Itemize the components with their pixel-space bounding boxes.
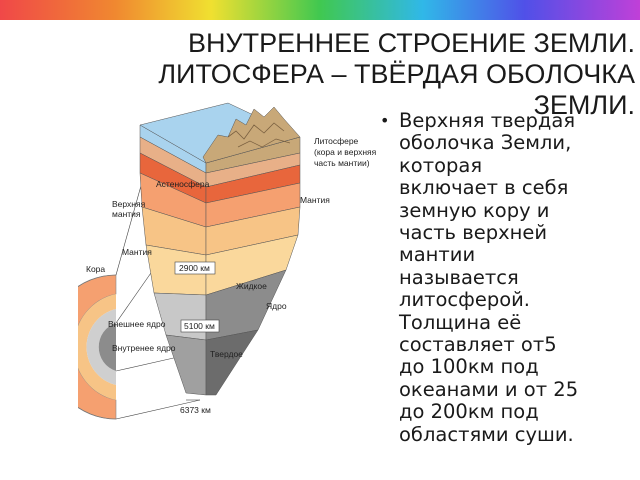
title-line-1: ВНУТРЕННЕЕ СТРОЕНИЕ ЗЕМЛИ. bbox=[187, 28, 635, 58]
body-line: включает в себя bbox=[399, 176, 569, 200]
body-line: Толщина её bbox=[399, 310, 522, 334]
body-line: называется bbox=[399, 265, 519, 289]
body-line: областями суши. bbox=[399, 422, 574, 446]
slide-title: ВНУТРЕННЕЕ СТРОЕНИЕ ЗЕМЛИ. ЛИТОСФЕРА – Т… bbox=[100, 28, 635, 121]
label-upper-mantle-2: мантия bbox=[112, 209, 141, 219]
label-lithosphere-2: (кора и верхняя bbox=[314, 147, 377, 157]
label-upper-mantle-1: Верхняя bbox=[112, 199, 146, 209]
earth-structure-diagram: Литосфере (кора и верхняя часть мантии) … bbox=[78, 102, 377, 420]
label-solid: Твердое bbox=[210, 349, 243, 359]
label-lithosphere-1: Литосфере bbox=[314, 136, 359, 146]
decorative-gradient-bar bbox=[0, 0, 640, 20]
label-inner-core: Внутренее ядро bbox=[112, 343, 176, 353]
label-depth-2900: 2900 км bbox=[179, 263, 210, 273]
body-line: составляет от5 bbox=[399, 333, 557, 357]
body-line: океанами и от 25 bbox=[399, 377, 579, 401]
body-line: часть верхней bbox=[399, 221, 548, 245]
body-text: • Верхняя твердая оболочка Земли, котора… bbox=[380, 109, 635, 446]
body-line: Верхняя твердая bbox=[399, 109, 576, 132]
body-line: оболочка Земли, bbox=[399, 131, 572, 155]
body-line: которая bbox=[399, 153, 483, 177]
label-liquid: Жидкое bbox=[236, 281, 267, 291]
title-line-2: ЛИТОСФЕРА – ТВЁРДАЯ ОБОЛОЧКА bbox=[158, 59, 635, 89]
body-paragraph: Верхняя твердая оболочка Земли, которая … bbox=[399, 109, 635, 446]
earth-sphere-section bbox=[78, 274, 117, 420]
body-line: до 200км под bbox=[399, 400, 539, 424]
body-line: литосферой. bbox=[399, 288, 530, 312]
earth-block-top bbox=[139, 102, 301, 164]
body-line: мантии bbox=[399, 243, 476, 267]
bullet-marker: • bbox=[380, 111, 390, 130]
label-mantle-left: Мантия bbox=[122, 247, 152, 257]
title-line-3: ЗЕМЛИ. bbox=[533, 90, 635, 120]
label-depth-6373: 6373 км bbox=[180, 405, 211, 415]
label-core: Ядро bbox=[266, 301, 287, 311]
body-line: до 100км под bbox=[399, 355, 539, 379]
label-lithosphere-3: часть мантии) bbox=[314, 158, 370, 168]
earth-block-right bbox=[205, 136, 301, 396]
label-asthenosphere: Астеносфера bbox=[156, 179, 210, 189]
label-mantle-right: Мантия bbox=[300, 195, 330, 205]
label-crust: Кора bbox=[86, 264, 105, 274]
label-depth-5100: 5100 км bbox=[184, 321, 215, 331]
depth-box-2900 bbox=[174, 261, 216, 275]
label-outer-core: Внешнее ядро bbox=[108, 319, 166, 329]
earth-block-front bbox=[139, 124, 207, 396]
body-line: земную кору и bbox=[399, 198, 550, 222]
depth-box-5100 bbox=[180, 319, 220, 333]
